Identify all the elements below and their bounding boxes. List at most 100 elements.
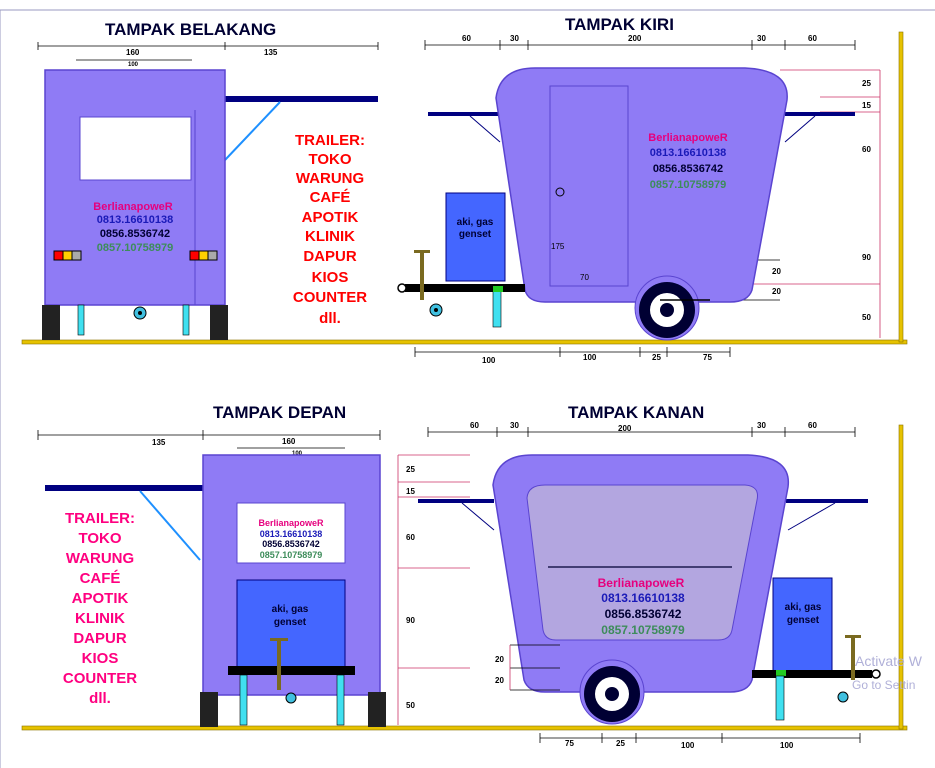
left-view: 60 30 200 30 60 25 15 60 90 50 20 20 175…: [397, 34, 881, 365]
dim-right-20a: 20: [495, 655, 504, 664]
title-right: TAMPAK KANAN: [568, 403, 704, 422]
dim-left-20b: 20: [772, 287, 781, 296]
dim-front-25: 25: [406, 465, 415, 474]
awning-left-back: [785, 112, 855, 116]
rear-body: [44, 69, 226, 306]
right-chassis: [752, 670, 872, 678]
awning-right-front: [418, 499, 494, 503]
list-bottom-8: COUNTER: [63, 670, 137, 687]
right-box-label1: aki, gas: [785, 602, 822, 613]
list-bottom-9: dll.: [89, 690, 111, 707]
rear-wheel-right: [210, 305, 228, 340]
wall-bottom: [898, 424, 904, 730]
rear-view: 160 135 100 BerlianapoweR 0813.16610138 …: [37, 42, 379, 340]
dim-right-20b: 20: [495, 676, 504, 685]
dim-right-25: 25: [616, 739, 625, 748]
rear-phone2: 0856.8536742: [100, 228, 170, 240]
list-top-8: COUNTER: [293, 289, 367, 306]
dim-right-60b: 60: [808, 421, 817, 430]
rear-brand: BerlianapoweR: [93, 201, 173, 213]
dim-left-25: 25: [862, 79, 871, 88]
list-top-2: WARUNG: [296, 170, 364, 187]
rear-phone1: 0813.16610138: [97, 214, 173, 226]
dim-right-60a: 60: [470, 421, 479, 430]
dim-left-60a: 60: [462, 34, 471, 43]
list-bottom-6: DAPUR: [73, 630, 127, 647]
dim-left-60b: 60: [808, 34, 817, 43]
left-brand: BerlianapoweR: [648, 132, 728, 144]
list-bottom-3: CAFÉ: [80, 570, 121, 587]
awning-right-back: [786, 499, 868, 503]
front-phone2: 0856.8536742: [262, 539, 320, 549]
list-top-1: TOKO: [308, 151, 351, 168]
dim-front-100: 100: [292, 451, 303, 457]
dim-right-100b: 100: [780, 741, 794, 750]
list-top-3: CAFÉ: [310, 189, 351, 206]
dim-front-15: 15: [406, 487, 415, 496]
right-phone2: 0856.8536742: [605, 607, 682, 621]
dim-rear-160: 160: [126, 48, 140, 57]
right-box-label2: genset: [787, 615, 820, 626]
dim-left-100a: 100: [482, 356, 496, 365]
title-rear: TAMPAK BELAKANG: [105, 20, 276, 39]
dim-front-135: 135: [152, 438, 166, 447]
list-bottom-0: TRAILER:: [65, 510, 135, 527]
left-phone2: 0856.8536742: [653, 163, 723, 175]
list-bottom-1: TOKO: [78, 530, 121, 547]
dim-left-15: 15: [862, 101, 871, 110]
dim-left-75: 75: [703, 353, 712, 362]
dim-left-20a: 20: [772, 267, 781, 276]
dim-left-100b: 100: [583, 353, 597, 362]
title-left: TAMPAK KIRI: [565, 15, 674, 34]
right-window: [526, 484, 758, 641]
dim-right-75: 75: [565, 739, 574, 748]
dim-right-200: 200: [618, 424, 632, 433]
dim-left-175: 175: [551, 242, 565, 251]
watermark-line1: Activate W: [855, 653, 923, 669]
right-phone3: 0857.10758979: [601, 623, 685, 637]
dim-left-60c: 60: [862, 145, 871, 154]
left-phone3: 0857.10758979: [650, 179, 726, 191]
dim-front-90: 90: [406, 616, 415, 625]
left-door: [549, 85, 629, 287]
left-chassis: [405, 284, 525, 292]
dim-rear-100: 100: [128, 62, 139, 68]
front-phone1: 0813.16610138: [260, 529, 323, 539]
right-brand: BerlianapoweR: [598, 576, 685, 590]
list-bottom-5: KLINIK: [75, 610, 125, 627]
left-body: [495, 67, 788, 303]
awning-left-front: [428, 112, 498, 116]
front-view: 135 160 100 25 15 60 90 50 BerlianapoweR…: [37, 430, 470, 727]
front-wheel-right: [368, 692, 386, 727]
right-phone1: 0813.16610138: [601, 591, 685, 605]
list-top-0: TRAILER:: [295, 132, 365, 149]
title-front: TAMPAK DEPAN: [213, 403, 346, 422]
awning-rear: [225, 96, 378, 102]
dim-left-25b: 25: [652, 353, 661, 362]
list-bottom-2: WARUNG: [66, 550, 134, 567]
ground-bottom: [21, 725, 908, 731]
dim-left-30b: 30: [757, 34, 766, 43]
left-box-label2: genset: [459, 229, 492, 240]
dim-front-50: 50: [406, 701, 415, 710]
list-top-9: dll.: [319, 310, 341, 327]
dim-front-160: 160: [282, 437, 296, 446]
ground-top: [21, 339, 908, 345]
front-box-label1: aki, gas: [272, 604, 309, 615]
trailer-list-top: TRAILER: TOKO WARUNG CAFÉ APOTIK KLINIK …: [293, 132, 367, 327]
rear-wheel-left: [42, 305, 60, 340]
awning-front: [45, 485, 203, 491]
list-top-5: KLINIK: [305, 228, 355, 245]
dim-left-90: 90: [862, 253, 871, 262]
front-phone3: 0857.10758979: [260, 550, 323, 560]
list-top-7: KIOS: [312, 269, 349, 286]
right-view: 60 30 200 30 60 BerlianapoweR 0813.16610…: [418, 421, 881, 750]
front-box-label2: genset: [274, 617, 307, 628]
dim-front-60: 60: [406, 533, 415, 542]
front-wheel-left: [200, 692, 218, 727]
dim-left-50: 50: [862, 313, 871, 322]
trailer-list-bottom: TRAILER: TOKO WARUNG CAFÉ APOTIK KLINIK …: [63, 510, 137, 707]
dim-right-100a: 100: [681, 741, 695, 750]
watermark-line2: Go to Settin: [852, 678, 915, 692]
